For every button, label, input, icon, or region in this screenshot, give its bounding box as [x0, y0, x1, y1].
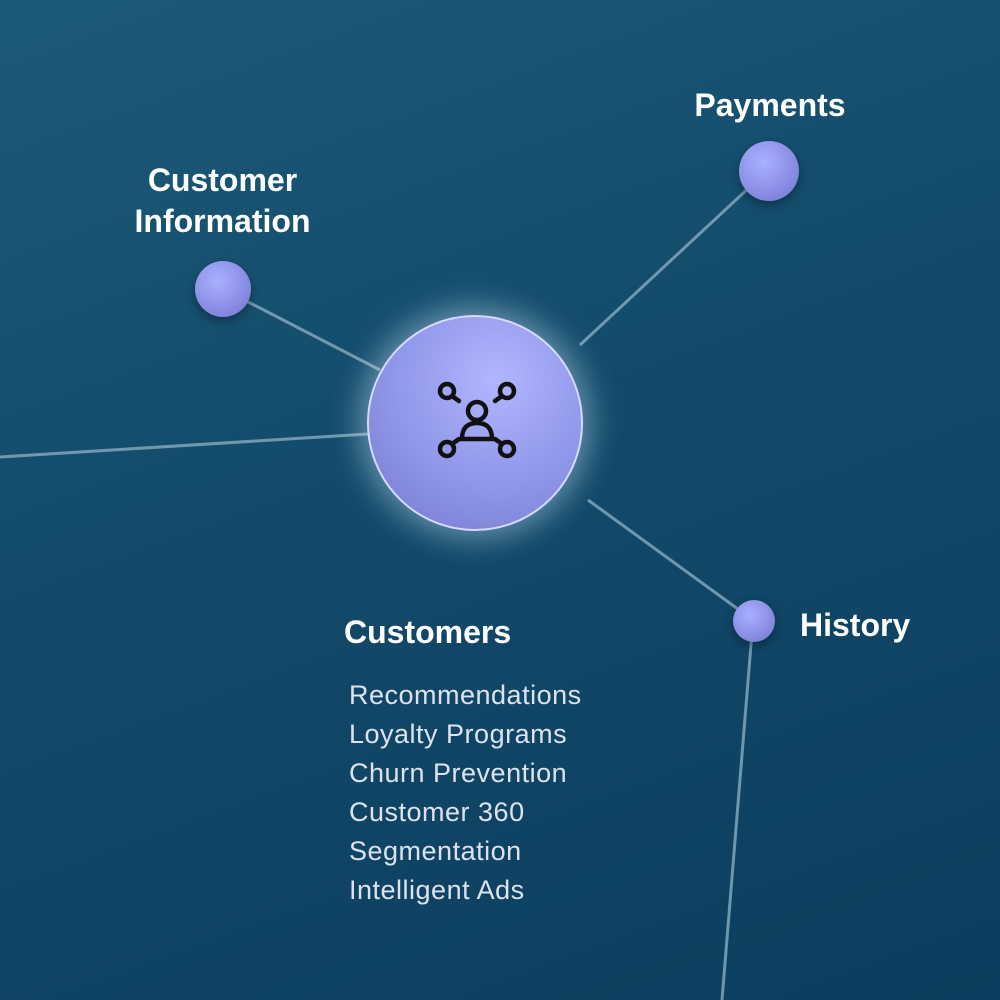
label-customer-information: Customer Information [100, 160, 345, 242]
line-payments [578, 168, 770, 347]
line-offscreen-left [0, 432, 369, 459]
hub-customers[interactable] [367, 315, 583, 531]
list-item: Customer 360 [349, 797, 525, 827]
list-item: Recommendations [349, 680, 582, 710]
customer-network-icon [437, 381, 517, 459]
list-item: Intelligent Ads [349, 875, 525, 905]
label-payments: Payments [694, 87, 846, 123]
list-item: Churn Prevention [349, 758, 568, 788]
list-item: Segmentation [349, 836, 522, 866]
line-history [587, 498, 754, 622]
label-customers: Customers [344, 614, 512, 650]
list-item: Loyalty Programs [349, 719, 568, 749]
label-history: History [800, 607, 911, 643]
node-customer-information[interactable] [195, 261, 251, 317]
label-line: Information [134, 203, 311, 239]
label-line: Customer [147, 162, 298, 198]
line-customer-information [222, 287, 381, 372]
node-payments[interactable] [739, 141, 799, 201]
use-case-list: Recommendations Loyalty Programs Churn P… [349, 676, 582, 910]
line-history-down [720, 619, 755, 1000]
node-history[interactable] [733, 600, 775, 642]
